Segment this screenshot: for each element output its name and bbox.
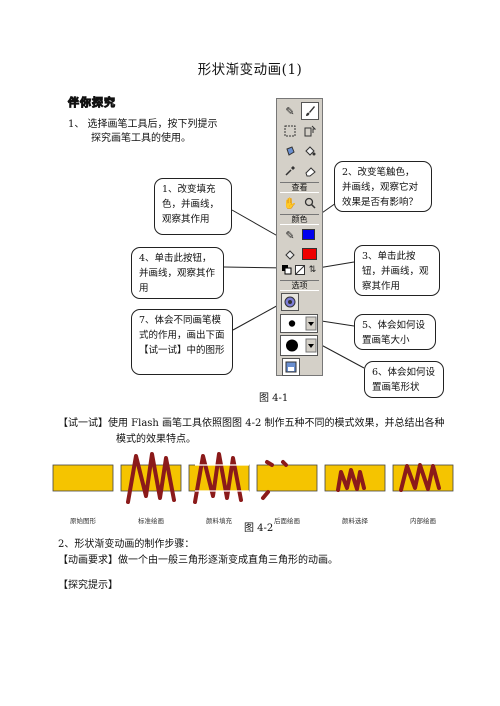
options-section-label: 选项: [280, 280, 319, 291]
no-color-icon[interactable]: [293, 263, 306, 276]
try-it-line1: 【试一试】使用 Flash 画笔工具依照图图 4-2 制作五种不同的模式效果，并…: [58, 418, 445, 429]
marquee-icon[interactable]: [281, 122, 299, 140]
stroke-normal: [126, 452, 176, 504]
stroke-fills: [193, 452, 243, 504]
stroke-inside: [399, 463, 441, 492]
zoom-icon[interactable]: [301, 194, 319, 212]
figure2-caption: 图 4-2: [244, 523, 274, 534]
fill-color-swatch[interactable]: [302, 248, 317, 260]
brush-tool-icon[interactable]: [301, 102, 319, 120]
paint-bucket-icon[interactable]: [301, 142, 319, 160]
step1-line2: 探究画笔工具的使用。: [91, 133, 191, 144]
explore-hint: 【探究提示】: [58, 580, 118, 591]
stroke-color-pencil-icon: ✎: [285, 228, 295, 242]
effect-label-original: 原始图形: [70, 517, 96, 525]
callout-1-fill-color: 1、改变填充色，并画线，观察其作用: [154, 178, 232, 235]
stroke-behind-top: [265, 460, 274, 467]
callout-4-button: 4、单击此按钮，并画线，观察其作用: [131, 247, 224, 299]
effect-label-fills: 颜料填充: [206, 517, 232, 525]
step1-line1: 1、 选择画笔工具后，按下列提示: [68, 119, 218, 130]
brush-mode-icon[interactable]: [281, 293, 299, 311]
default-colors-icon[interactable]: [280, 263, 293, 276]
effect-label-inside: 内部绘画: [410, 517, 436, 525]
stroke-behind-bottom: [261, 490, 270, 500]
eraser-icon[interactable]: [301, 162, 319, 180]
brush-size-dropdown[interactable]: [280, 314, 318, 333]
effect-label-behind: 后面绘画: [274, 517, 300, 525]
pencil-icon[interactable]: ✎: [285, 104, 295, 118]
step2-heading: 2、形状渐变动画的制作步骤：: [58, 539, 195, 550]
white-gap-fills: [195, 464, 249, 492]
section-heading: 伴你探究: [68, 96, 116, 110]
effect-label-selection: 颜料选择: [342, 517, 368, 525]
flash-toolbar: ✎ 查看 ✋ 颜色 ✎ ⇅ 选项: [276, 98, 323, 376]
lock-fill-icon[interactable]: [282, 358, 300, 376]
transform-icon[interactable]: [301, 122, 319, 140]
effect-label-normal: 标准绘画: [138, 517, 164, 525]
hand-icon[interactable]: ✋: [283, 196, 297, 210]
fill-color-bucket-icon: [281, 246, 299, 264]
swap-colors-icon[interactable]: ⇅: [308, 264, 317, 275]
callout-6-brush-shape: 6、体会如何设置画笔形状: [364, 361, 444, 398]
callout-2-stroke-color: 2、改变笔触色，并画线，观察它对效果是否有影响？: [334, 161, 432, 212]
effect-box-behind: [256, 464, 318, 492]
stroke-color-swatch[interactable]: [302, 229, 315, 240]
colors-section-label: 颜色: [280, 214, 319, 225]
eyedropper-icon[interactable]: [281, 162, 299, 180]
page-title: 形状渐变动画(1): [197, 62, 303, 78]
try-it-line2: 模式的效果特点。: [116, 434, 196, 445]
ink-bottle-icon[interactable]: [281, 142, 299, 160]
brush-mode-effects-figure: [52, 452, 454, 504]
effect-box-original: [52, 464, 114, 492]
stroke-behind-top2: [281, 460, 288, 467]
view-section-label: 查看: [280, 182, 319, 193]
brush-shape-dropdown[interactable]: [280, 335, 318, 356]
stroke-selection: [336, 468, 366, 492]
figure1-caption: 图 4-1: [259, 393, 289, 404]
animation-requirement: 【动画要求】做一个由一般三角形逐渐变成直角三角形的动画。: [58, 555, 338, 566]
callout-7-brush-mode: 7、体会不同画笔模式的作用，画出下面【试一试】中的图形: [131, 309, 233, 375]
callout-3-button: 3、单击此按钮，并画线，观察其作用: [354, 245, 440, 296]
callout-5-brush-size: 5、体会如何设置画笔大小: [354, 314, 436, 350]
